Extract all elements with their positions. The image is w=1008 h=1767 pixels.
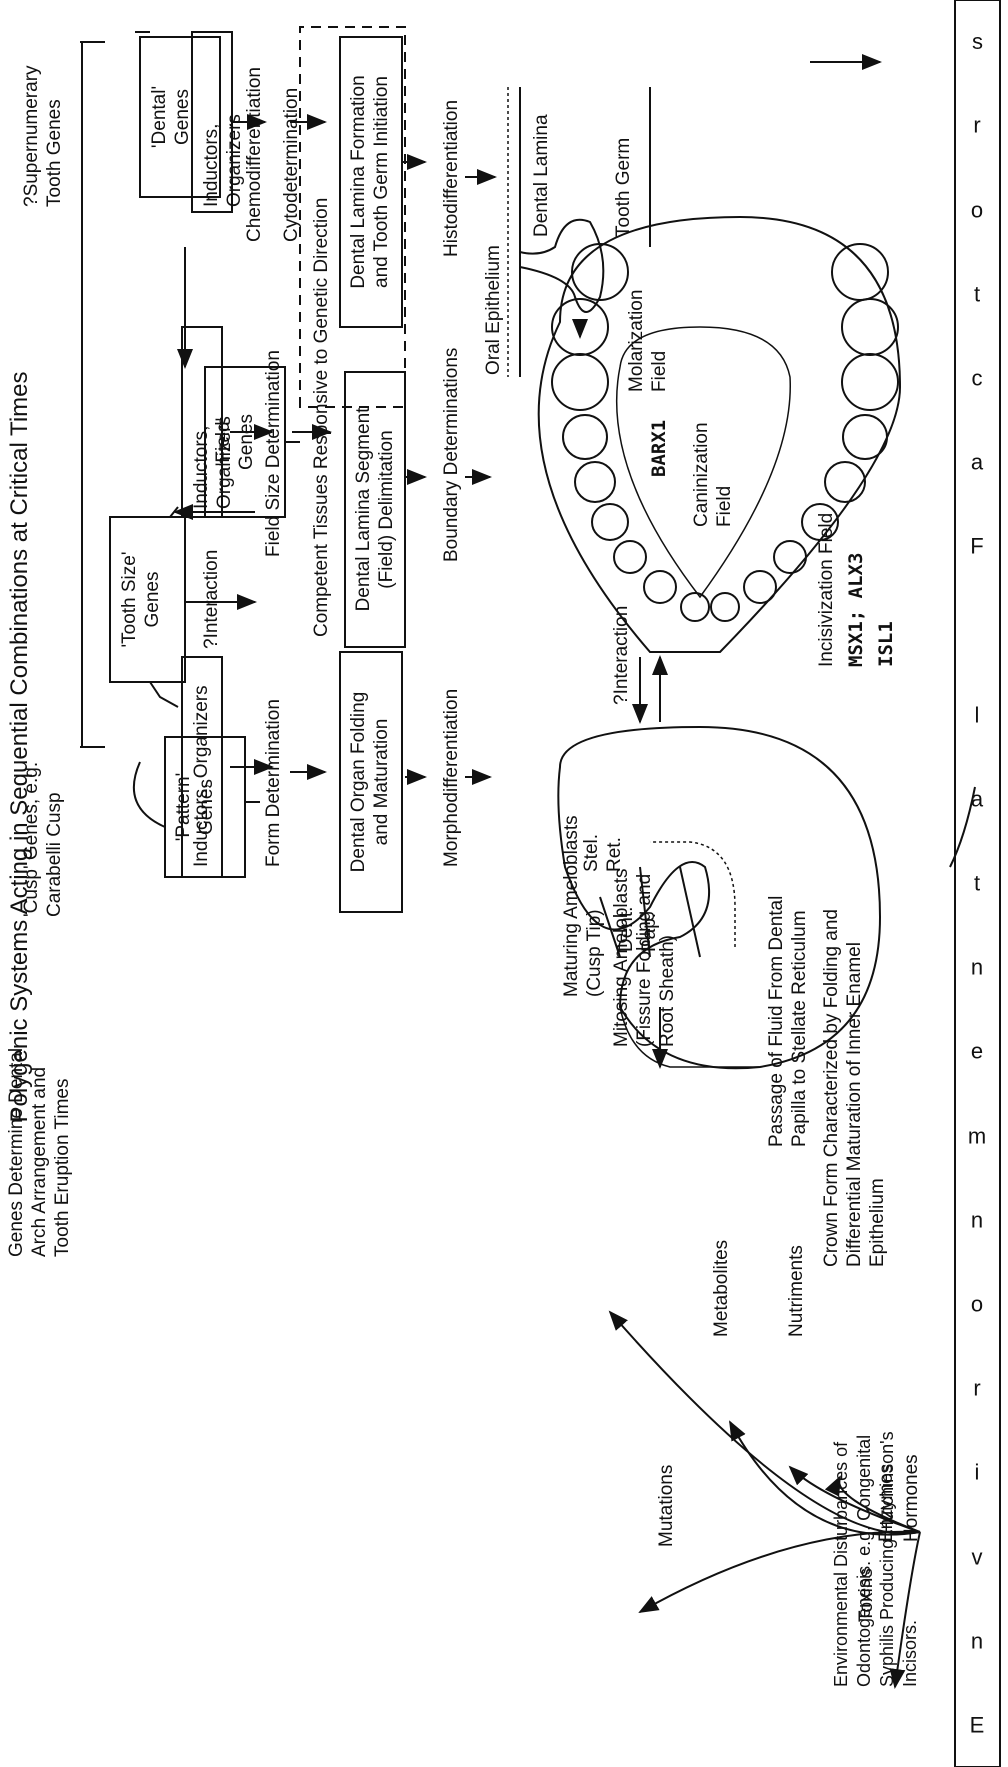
molarization-label: Molarization Field: [625, 290, 671, 392]
dental-lamina-label: Dental Lamina: [530, 114, 553, 237]
environmental-factors-letter: n: [935, 1618, 1008, 1663]
inductors-label-3: Inductors, Organizers: [190, 657, 213, 867]
environmental-factors-letter: a: [935, 440, 1008, 485]
environmental-factors-letter: n: [935, 945, 1008, 990]
msx1-alx3-label: MSX1; ALX3: [845, 553, 868, 667]
lamina-formation-label: Dental Lamina Formation and Tooth Germ I…: [347, 42, 393, 322]
arch-callout: Genes Determine Dental Arch Arrangement …: [5, 997, 74, 1257]
environmental-factors-letter: l: [935, 692, 1008, 737]
morphodifferentiation-label: Morphodifferentiation: [440, 689, 463, 867]
maturing-ameloblasts-label: Maturing Ameloblasts (Cusp Tip): [560, 757, 606, 997]
organ-folding-label: Dental Organ Folding and Maturation: [347, 657, 393, 907]
toxins-label: Toxins: [855, 1568, 878, 1622]
crown-form-label: Crown Form Characterized by Folding and …: [820, 887, 889, 1267]
environmental-factors-letter: i: [935, 1450, 1008, 1495]
cytodetermination-label: Cytodetermination: [280, 88, 303, 242]
environmental-factors-letter: e: [935, 1029, 1008, 1074]
environmental-factors-letter: c: [935, 355, 1008, 400]
environmental-factors-letter: r: [935, 103, 1008, 148]
environmental-factors-letter: o: [935, 187, 1008, 232]
environmental-factors-letter: o: [935, 1281, 1008, 1326]
boundary-label: Boundary Determinations: [440, 348, 463, 562]
dental-genes-label: 'Dental' Genes: [148, 42, 194, 192]
isl1-label: ISL1: [875, 621, 898, 667]
environmental-factors-letter: r: [935, 1366, 1008, 1411]
environmental-factors-letter: [935, 608, 1008, 653]
environmental-factors-letter: t: [935, 861, 1008, 906]
oral-epithelium-label: Oral Epithelium: [482, 245, 505, 375]
hormones-label: Hormones: [900, 1454, 923, 1542]
lamina-segment-label: Dental Lamina Segment (Field) Delimitati…: [352, 377, 398, 642]
inductors-label-2: Inductors, Organizers: [190, 329, 236, 509]
competent-tissues-label: Competent Tissues Responsive to Genetic …: [310, 198, 333, 637]
environmental-factors-letter: n: [935, 1197, 1008, 1242]
environmental-factors-letter: a: [935, 776, 1008, 821]
metabolites-label: Metabolites: [710, 1240, 733, 1337]
environmental-factors-letter: m: [935, 1113, 1008, 1158]
environmental-factors-letter: v: [935, 1534, 1008, 1579]
environmental-factors-letter: E: [935, 1702, 1008, 1747]
cusp-callout: 'Cusp' Genes, e.g. Carabelli Cusp: [20, 687, 66, 917]
interaction-label-1: ?Interaction: [200, 550, 223, 649]
environmental-factors-letter: s: [936, 19, 1008, 64]
histodifferentiation-label: Histodifferentiation: [440, 100, 463, 257]
mutations-label: Mutations: [655, 1465, 678, 1547]
tooth-germ-label: Tooth Germ: [612, 138, 635, 237]
environmental-factors-letter: t: [935, 271, 1008, 316]
supernumerary-callout: ?Supernumerary Tooth Genes: [20, 17, 66, 207]
interaction-label-2: ?Interaction: [610, 606, 633, 705]
form-determination-label: Form Determination: [262, 699, 285, 867]
inductors-label-1: Inductors, Organizers: [200, 32, 246, 207]
nutriments-label: Nutriments: [785, 1245, 808, 1337]
caninization-label: Caninization Field: [690, 422, 736, 527]
environmental-factors-letter: F: [935, 524, 1008, 569]
incisivization-label: Incisivization Field: [815, 513, 838, 667]
field-size-label: Field Size Determination: [262, 350, 285, 557]
chemodifferentiation-label: Chemodifferentiation: [243, 67, 266, 242]
barx1-label: BARX1: [648, 420, 671, 477]
tooth-size-genes-label: 'Tooth Size' Genes: [118, 522, 164, 677]
mitosing-ameloblasts-label: Mitosing Ameloblasts (Fissure Folding an…: [610, 797, 679, 1047]
passage-of-fluid-label: Passage of Fluid From Dental Papilla to …: [765, 827, 811, 1147]
enzymes-label: Enzymes: [875, 1464, 898, 1542]
